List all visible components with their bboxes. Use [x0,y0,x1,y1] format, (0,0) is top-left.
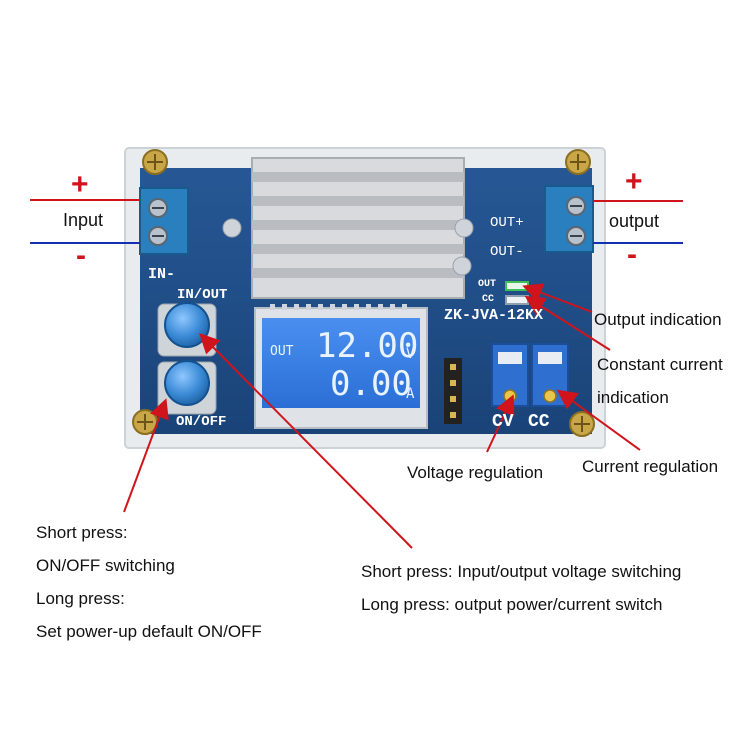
out-plus-label: OUT+ [490,215,524,231]
onoff-long-desc: Set power-up default ON/OFF [36,622,262,641]
cc-potentiometer [531,343,569,407]
arrow-output-indication [522,283,593,313]
in-out-button [157,302,217,357]
output-terminal-block [544,185,594,253]
onoff-short-desc: ON/OFF switching [36,556,175,575]
led-out-label: OUT [478,279,497,290]
lcd-voltage: 12.00 [316,326,419,366]
on-off-button [157,360,217,415]
lcd-current: 0.00 [330,364,412,404]
onoff-long-press: Long press: [36,589,125,608]
model-label: ZK-JVA-12KX [444,307,544,324]
onoff-short-press: Short press: [36,523,128,542]
input-minus-sign: - [76,239,86,272]
voltage-regulation-text: Voltage regulation [407,463,544,482]
lcd-current-unit: A [406,386,415,402]
output-minus-sign: - [627,238,637,271]
arrow-cc-indication [524,295,611,351]
input-terminal-block [139,187,189,255]
inout-short-press: Short press: Input/output voltage switch… [361,562,682,581]
constant-current-text: Constant current [597,355,723,374]
cc-led [505,295,529,305]
lcd-screen [262,318,420,408]
out-led [505,281,529,291]
lcd-mode: OUT [270,344,294,359]
arrow-in-out [199,333,413,549]
screw-icon [132,149,595,437]
header-pins [444,358,462,424]
constant-current-text-2: indication [597,388,669,407]
cv-potentiometer [491,343,529,407]
input-plus-sign: + [71,168,89,201]
heatsink [251,157,465,299]
out-minus-label: OUT- [490,244,524,260]
cv-label: CV [492,412,514,432]
output-plus-sign: + [625,165,643,198]
arrow-on-off [123,398,169,513]
output-indication-text: Output indication [594,310,722,329]
arrow-voltage-regulation [486,394,515,453]
input-label: Input [63,210,104,230]
led-cc-label: CC [482,294,495,305]
current-regulation-text: Current regulation [582,457,719,476]
lcd-voltage-unit: V [406,346,415,362]
on-off-label: ON/OFF [176,414,227,430]
arrow-current-regulation [556,389,641,451]
cc-label: CC [528,412,550,432]
output-label: output [609,211,660,231]
inout-long-press: Long press: output power/current switch [361,595,663,614]
in-minus-label: IN- [148,266,176,283]
in-out-label: IN/OUT [177,287,228,303]
